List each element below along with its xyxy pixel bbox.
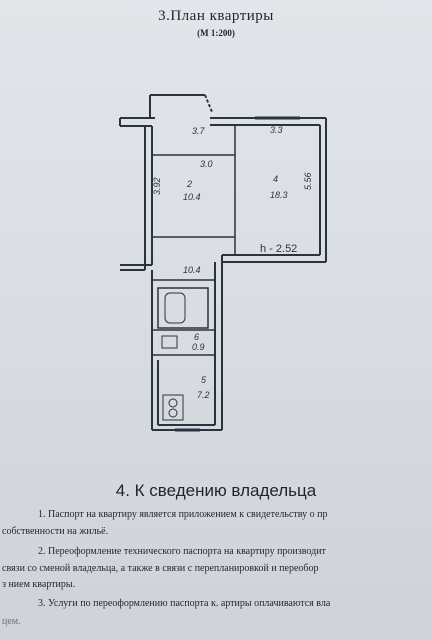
room-area-label: 3.3 [270,125,283,135]
bathtub-icon [164,292,186,324]
toilet-icon [161,335,178,349]
notice-line: связи со сменой владельца, а также в свя… [2,563,319,574]
room-area-label: 10.4 [183,192,201,202]
owner-notice-heading: 4. К сведению владельца [115,481,317,500]
room-dim-label: 5.56 [303,172,313,190]
room-number: 4 [273,174,278,184]
room-number: 5 [201,375,207,385]
room-dim-label: 3.0 [200,159,213,169]
notice-line: цем. [2,616,21,627]
room-number: 6 [194,332,199,342]
room-dim-label: 3.92 [152,177,162,195]
stove-icon [162,394,184,421]
bathroom-outline [157,287,209,329]
room-area-label: 0.9 [192,342,205,352]
notice-line: 2. Переоформление технического паспорта … [38,546,326,557]
room-area-label: 7.2 [197,390,210,400]
room-area-label: 3.7 [192,126,206,136]
floor-plan: 3.7 3.3 3.0 3.92 2 10.4 4 18.3 5.56 h - … [119,94,327,432]
ceiling-height-label: h - 2.52 [260,243,297,255]
stove-burner [168,408,178,418]
room-area-label: 10.4 [183,265,201,275]
notice-line: з нием квартиры. [2,579,76,590]
notice-line: 3. Услуги по переоформлению паспорта к. … [38,598,331,609]
plan-title: 3.План квартиры [158,8,274,24]
notice-line: собственности на жильё. [2,526,109,537]
room-area-label: 18.3 [270,190,288,200]
room-number: 2 [186,179,192,189]
plan-scale: (М 1:200) [197,28,235,38]
balcony-wall [204,94,213,113]
notice-line: 1. Паспорт на квартиру является приложен… [38,509,328,520]
stove-burner [168,398,178,408]
